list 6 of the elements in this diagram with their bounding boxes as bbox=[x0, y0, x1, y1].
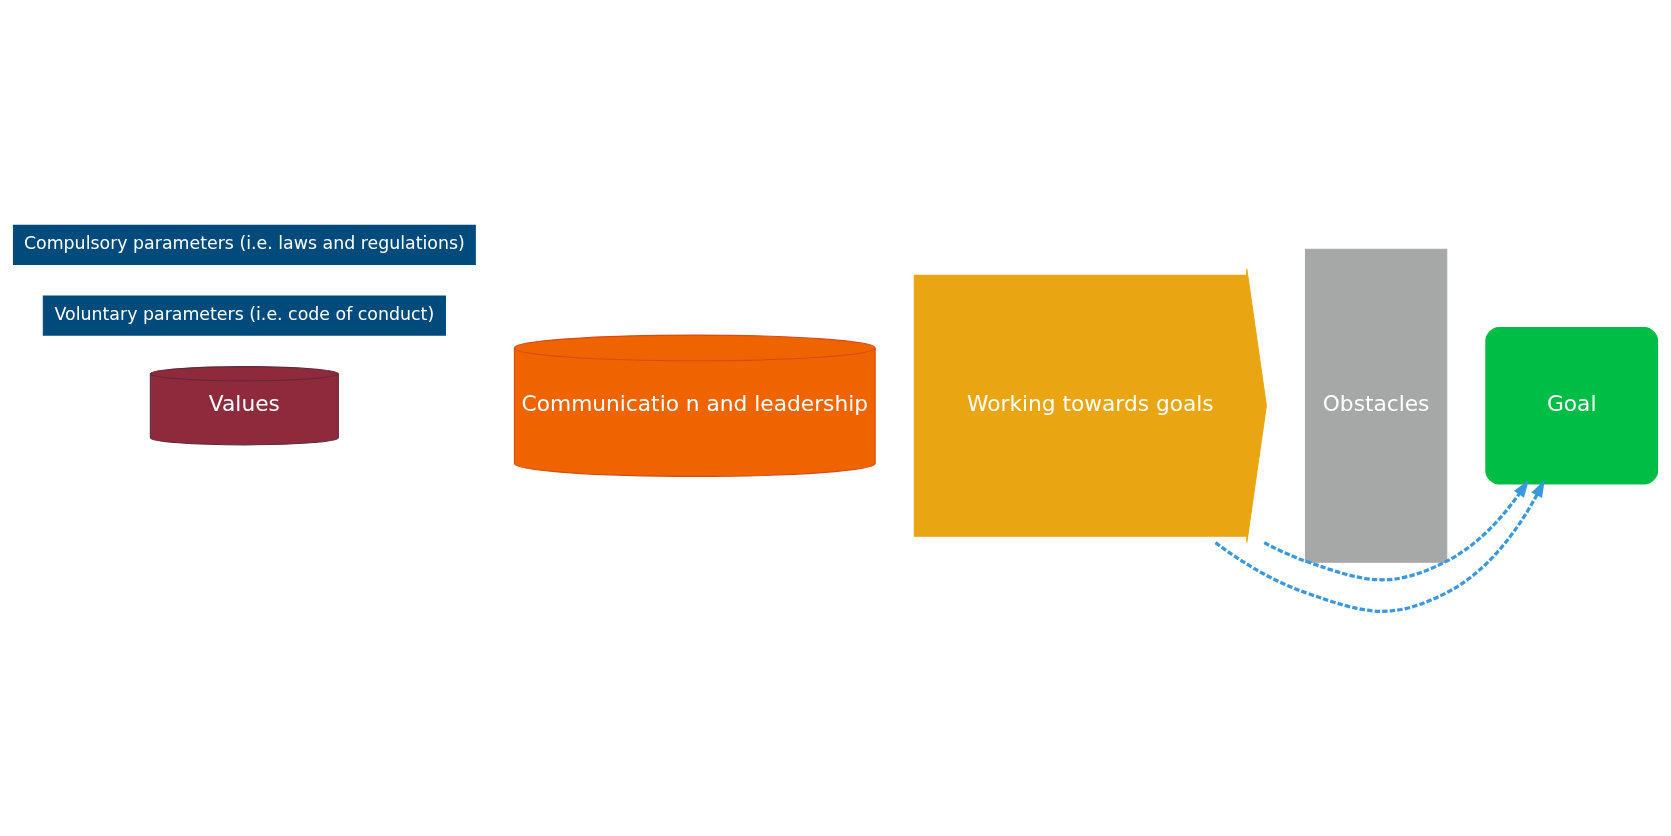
node-box: Obstacles bbox=[1304, 248, 1448, 563]
node-box: Voluntary parameters (i.e. code of conduct) bbox=[42, 294, 446, 336]
node-box: Goal bbox=[1485, 326, 1659, 484]
arrow bbox=[1263, 479, 1529, 581]
arrow bbox=[1214, 479, 1545, 613]
node-box: Compulsory parameters (i.e. laws and regulations) bbox=[12, 224, 476, 265]
